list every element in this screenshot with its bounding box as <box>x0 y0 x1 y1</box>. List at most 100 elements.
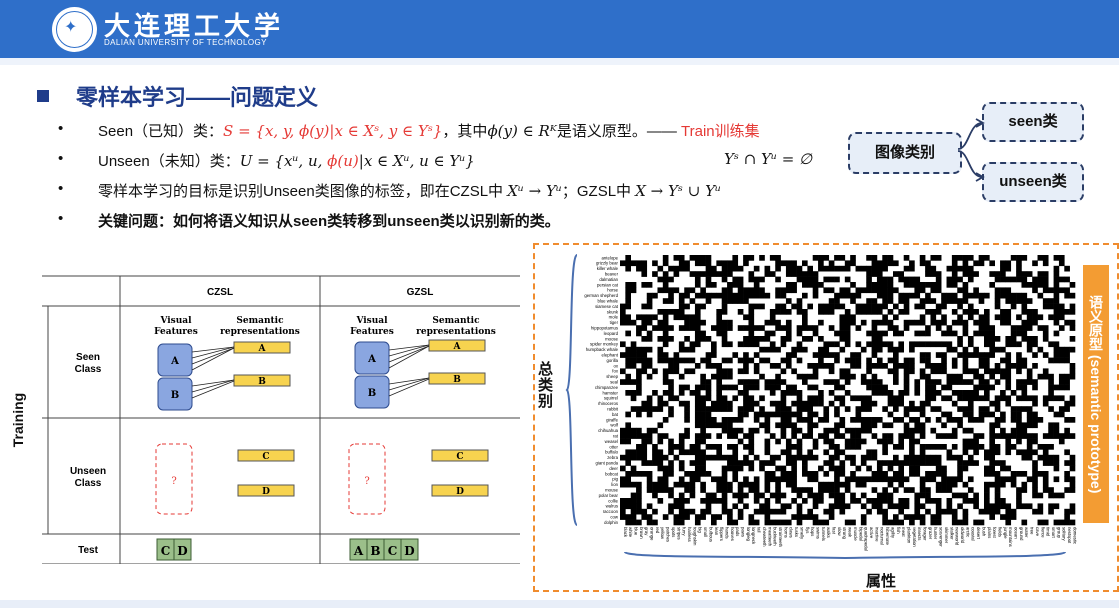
matrix-cell <box>989 336 995 342</box>
matrix-cell <box>946 433 953 439</box>
matrix-cell <box>871 265 878 272</box>
matrix-cell <box>684 287 690 294</box>
matrix-cell <box>925 492 931 499</box>
matrix-cell <box>775 487 781 493</box>
matrix-cell <box>994 292 1001 299</box>
matrix-cell <box>1048 357 1054 364</box>
matrix-cell <box>646 282 653 288</box>
matrix-cell <box>785 449 792 456</box>
matrix-cell <box>652 368 658 375</box>
matrix-cell <box>951 357 958 364</box>
matrix-cell <box>898 298 904 304</box>
matrix-cell <box>636 411 642 418</box>
matrix-cell <box>1016 255 1022 261</box>
matrix-cell <box>1016 314 1022 321</box>
matrix-cell <box>678 476 685 483</box>
matrix-cell <box>860 346 867 353</box>
matrix-cell <box>705 336 712 342</box>
matrix-cell <box>657 287 664 294</box>
matrix-cell <box>1016 363 1022 369</box>
matrix-cell <box>662 314 669 321</box>
matrix-cell <box>855 433 862 439</box>
matrix-cell <box>919 373 926 380</box>
matrix-cell <box>876 379 883 385</box>
matrix-cell <box>834 330 840 337</box>
matrix-cell <box>630 406 637 412</box>
attribute-tick-label: toughskin <box>692 527 697 546</box>
matrix-cell <box>866 287 872 294</box>
matrix-cell <box>785 519 792 526</box>
matrix-cell <box>668 298 674 304</box>
matrix-cell <box>1016 471 1022 477</box>
matrix-cell <box>850 260 856 267</box>
matrix-cell <box>620 476 626 483</box>
attribute-tick-label: big <box>698 527 703 533</box>
matrix-cell <box>850 427 856 434</box>
matrix-cell <box>973 346 979 353</box>
matrix-cell <box>967 444 974 450</box>
matrix-cell <box>1032 411 1038 418</box>
matrix-cell <box>727 357 733 364</box>
matrix-cell <box>898 444 904 450</box>
matrix-cell <box>673 271 680 277</box>
matrix-cell <box>973 384 979 391</box>
matrix-cell <box>780 336 787 342</box>
matrix-cell <box>812 368 819 375</box>
matrix-cell <box>678 357 685 364</box>
matrix-cell <box>646 314 653 321</box>
attribute-tick-label: horns <box>783 527 788 538</box>
matrix-cell <box>785 287 792 294</box>
matrix-cell <box>748 406 755 412</box>
matrix-cell <box>839 287 846 294</box>
matrix-cell <box>930 384 937 391</box>
matrix-cell <box>898 309 904 315</box>
matrix-cell <box>668 444 674 450</box>
matrix-cell <box>673 444 680 450</box>
matrix-cell <box>1005 395 1012 402</box>
matrix-cell <box>721 298 728 304</box>
matrix-cell <box>876 476 883 483</box>
matrix-cell <box>1026 449 1033 456</box>
matrix-cell <box>1058 260 1065 267</box>
matrix-cell <box>652 487 658 493</box>
matrix-cell <box>903 498 910 504</box>
matrix-cell <box>946 346 953 353</box>
matrix-cell <box>743 384 749 391</box>
matrix-cell <box>700 514 706 520</box>
matrix-cell <box>812 384 819 391</box>
class-tick-label: gorilla <box>607 358 619 363</box>
matrix-cell <box>882 384 888 391</box>
matrix-cell <box>641 260 648 267</box>
matrix-cell <box>930 460 937 466</box>
matrix-cell <box>984 390 990 396</box>
matrix-cell <box>678 400 685 407</box>
matrix-cell <box>1026 341 1033 348</box>
matrix-cell <box>898 481 904 488</box>
attribute-tick-label: chewteeth <box>762 527 767 547</box>
matrix-cell <box>625 449 631 456</box>
matrix-cell <box>732 276 739 283</box>
matrix-cell <box>678 390 685 396</box>
matrix-cell <box>684 357 690 364</box>
matrix-cell <box>1048 492 1054 499</box>
image-category-box: 图像类别 <box>848 132 962 174</box>
matrix-cell <box>662 368 669 375</box>
attribute-tick-label: scavenger <box>939 527 944 547</box>
matrix-cell <box>914 454 921 461</box>
matrix-cell <box>1005 336 1012 342</box>
matrix-cell <box>1069 476 1076 483</box>
matrix-cell <box>668 411 674 418</box>
matrix-cell <box>780 341 787 348</box>
matrix-cell <box>1042 330 1049 337</box>
matrix-cell <box>796 298 803 304</box>
matrix-cell <box>1032 363 1038 369</box>
matrix-cell <box>716 395 722 402</box>
matrix-cell <box>1010 433 1017 439</box>
matrix-cell <box>630 471 637 477</box>
matrix-cell <box>630 508 637 515</box>
matrix-cell <box>812 325 819 331</box>
matrix-cell <box>839 503 846 510</box>
matrix-cell <box>844 519 851 526</box>
matrix-cell <box>1053 309 1060 315</box>
